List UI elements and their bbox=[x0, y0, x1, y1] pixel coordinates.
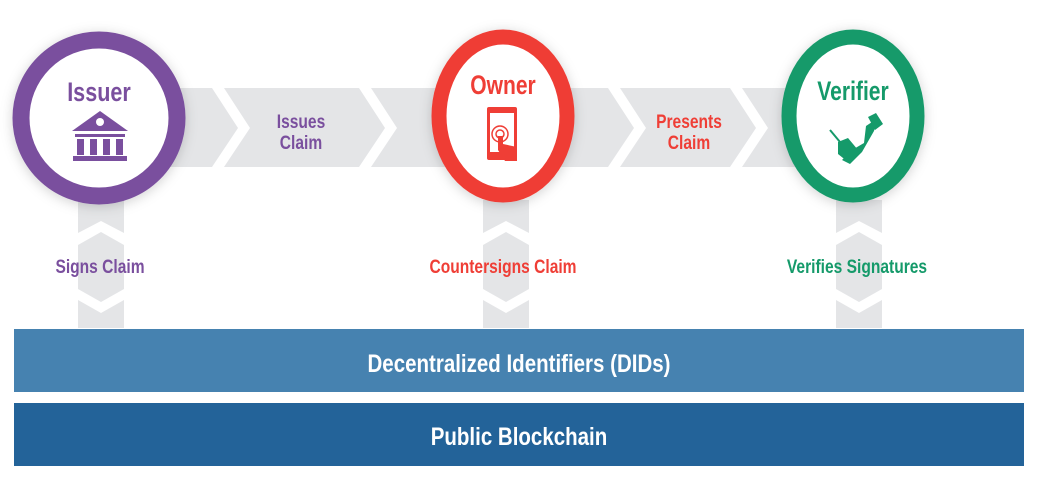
flow-issues-claim: Issues Claim bbox=[277, 111, 325, 154]
smartphone-touch-icon bbox=[487, 107, 517, 161]
owner-node: Owner bbox=[431, 29, 575, 203]
did-layer-label: Decentralized Identifiers (DIDs) bbox=[368, 349, 671, 377]
verifier-title: Verifier bbox=[817, 77, 889, 107]
owner-title: Owner bbox=[470, 71, 536, 101]
blockchain-layer-label: Public Blockchain bbox=[431, 422, 608, 450]
verifier-action-label: Verifies Signatures bbox=[787, 256, 927, 278]
issuer-title: Issuer bbox=[67, 78, 131, 108]
flow-label-line1: Issues bbox=[277, 111, 325, 133]
bank-icon bbox=[72, 111, 128, 161]
flow-label-line1: Presents bbox=[656, 111, 722, 133]
blockchain-layer: Public Blockchain bbox=[14, 403, 1024, 466]
flow-presents-claim: Presents Claim bbox=[656, 111, 722, 154]
vertical-connectors bbox=[78, 200, 882, 328]
handshake-icon bbox=[829, 113, 883, 164]
did-layer: Decentralized Identifiers (DIDs) bbox=[14, 329, 1024, 392]
verifier-node: Verifier bbox=[781, 29, 925, 203]
flow-label-line2: Claim bbox=[668, 132, 710, 154]
issuer-node: Issuer bbox=[12, 31, 186, 205]
issuer-action-label: Signs Claim bbox=[55, 256, 144, 278]
owner-action-label: Countersigns Claim bbox=[429, 256, 576, 278]
flow-label-line2: Claim bbox=[280, 132, 322, 154]
